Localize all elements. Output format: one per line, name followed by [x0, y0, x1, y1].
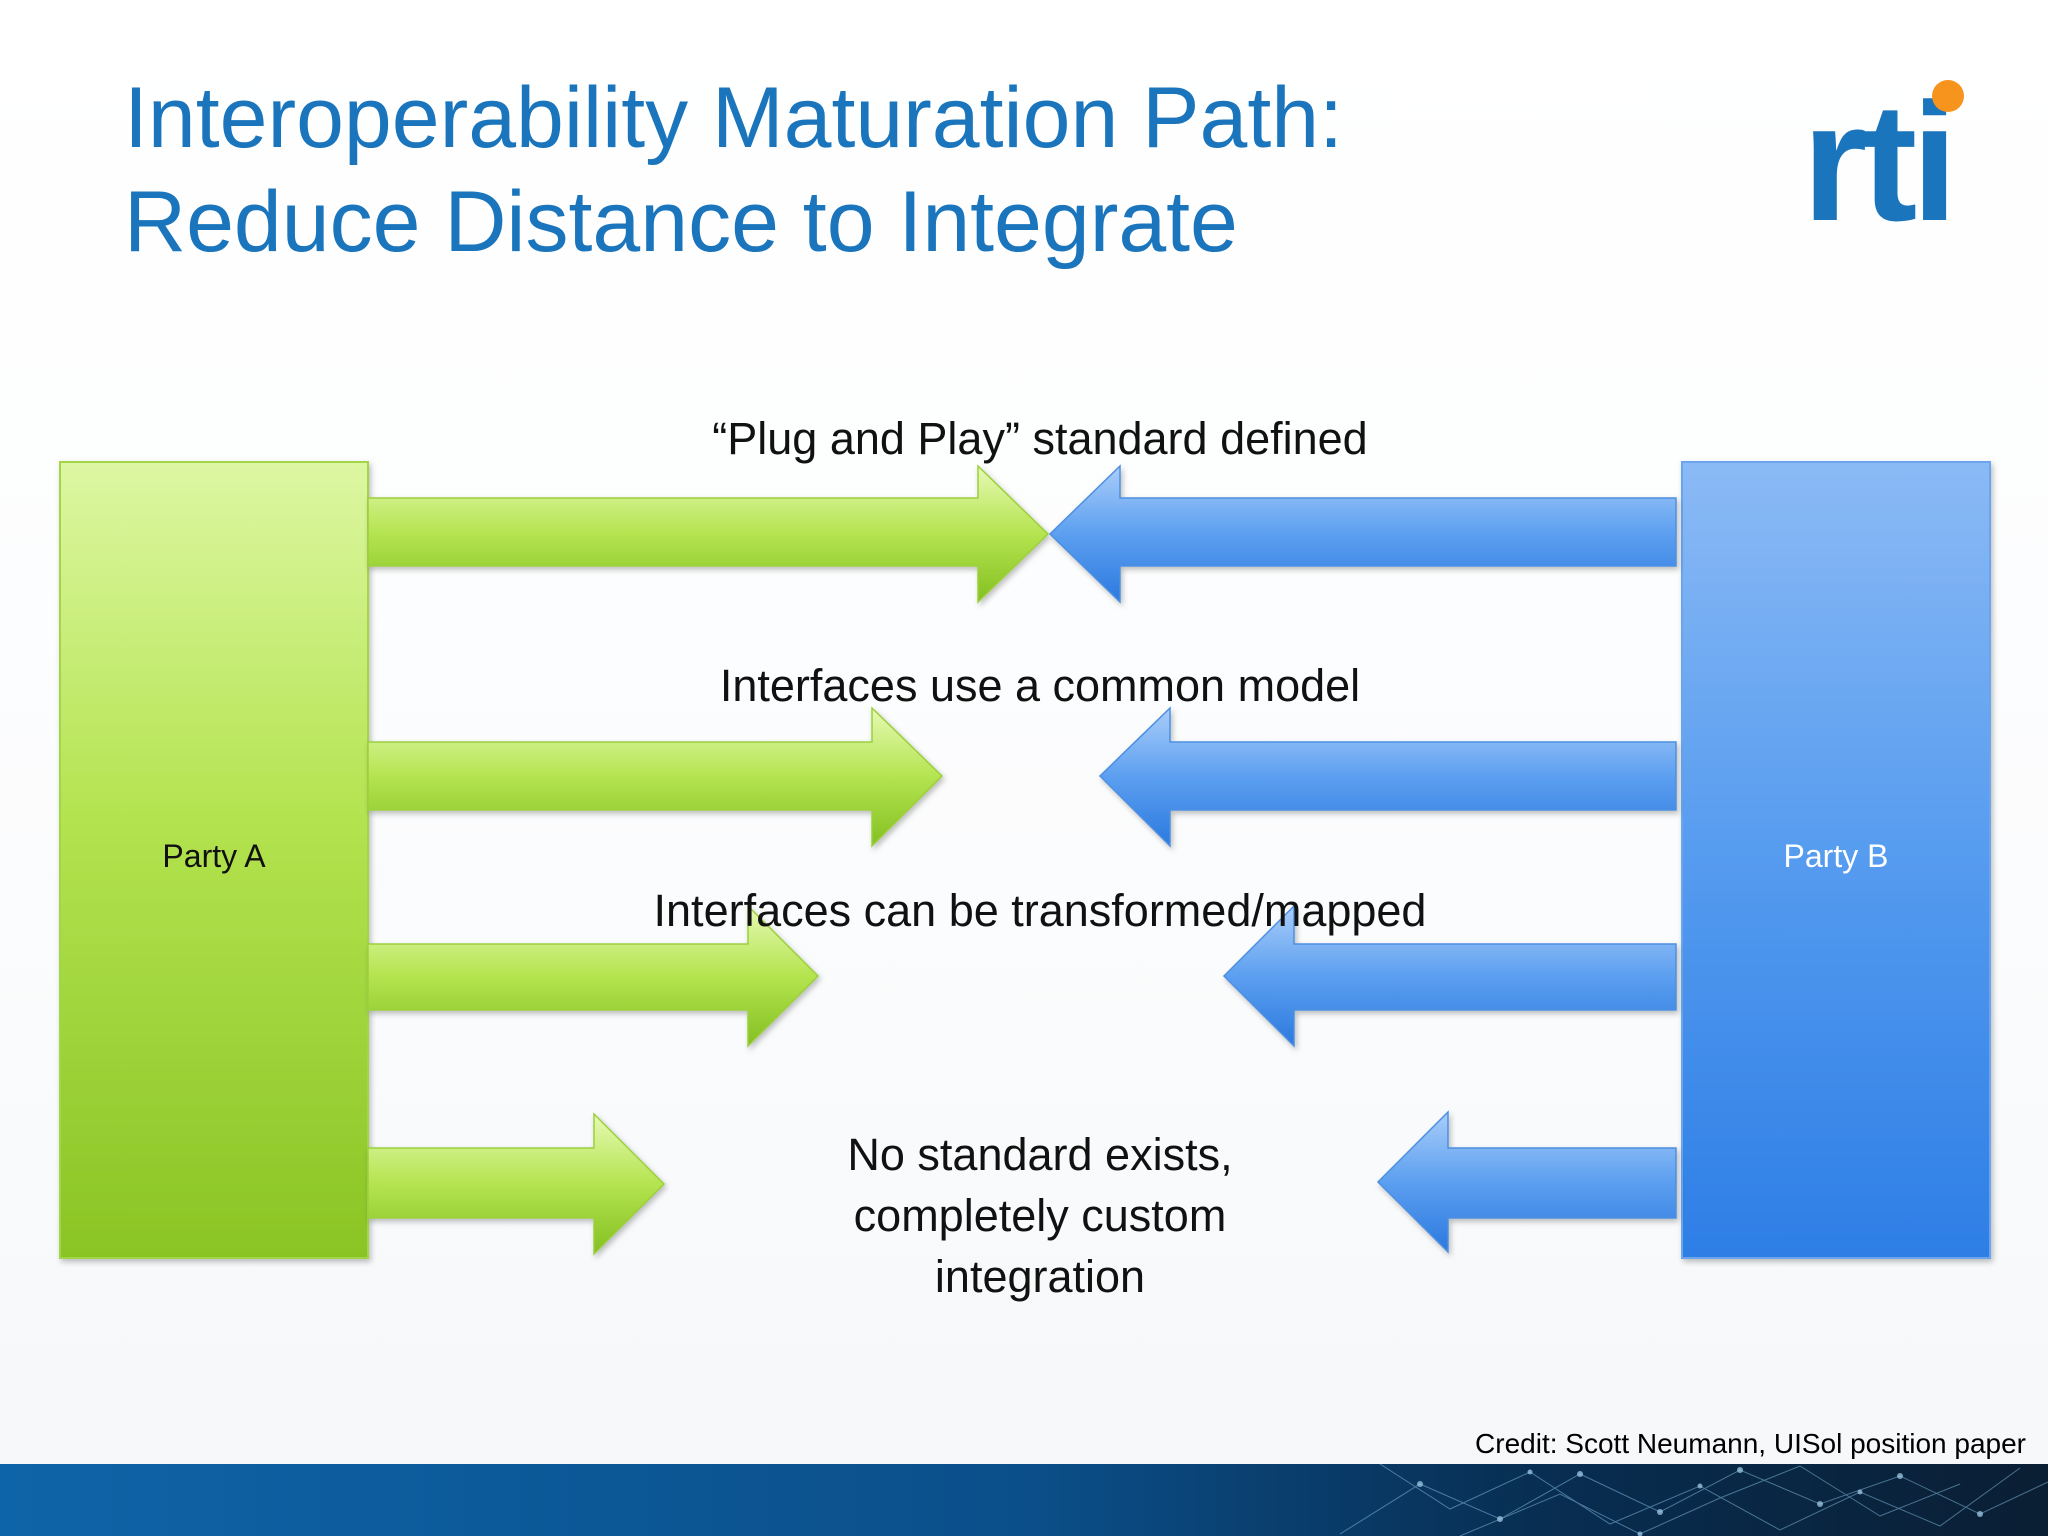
level-4-caption: No standard exists, completely custom in… [740, 1124, 1340, 1307]
level-4-green-arrow [367, 1112, 666, 1256]
level-4-caption-line-2: completely custom [853, 1190, 1227, 1241]
title-line-1: Interoperability Maturation Path: [124, 70, 1343, 166]
level-3-caption: Interfaces can be transformed/mapped [653, 885, 1427, 936]
slide-title: Interoperability Maturation Path: Reduce… [124, 66, 1624, 274]
party-a-label: Party A [162, 838, 266, 874]
level-1-blue-arrow [1048, 464, 1677, 604]
level-2-blue-arrow [1098, 706, 1677, 848]
footer-band [0, 1463, 2048, 1536]
level-3-green-arrow [367, 904, 820, 1048]
logo-text: rti [1802, 72, 1952, 232]
title-line-2: Reduce Distance to Integrate [124, 174, 1238, 270]
level-2-green-arrow [367, 706, 944, 848]
level-4-caption-line-3: integration [934, 1251, 1146, 1302]
rti-logo: rti [1802, 72, 1964, 232]
party-b-box [1681, 461, 1991, 1259]
party-b-label: Party B [1783, 838, 1889, 874]
level-1-caption: “Plug and Play” standard defined [712, 413, 1368, 464]
level-3-blue-arrow [1222, 904, 1677, 1048]
level-1-green-arrow [367, 464, 1050, 604]
credit-text: Credit: Scott Neumann, UISol position pa… [1475, 1428, 2026, 1459]
logo-dot-icon [1932, 80, 1964, 112]
network-graphic-icon [1339, 1463, 2048, 1536]
party-a-box [59, 461, 369, 1259]
level-2-caption: Interfaces use a common model [719, 660, 1361, 711]
level-4-blue-arrow [1376, 1110, 1677, 1254]
level-4-caption-line-1: No standard exists, [847, 1129, 1233, 1180]
